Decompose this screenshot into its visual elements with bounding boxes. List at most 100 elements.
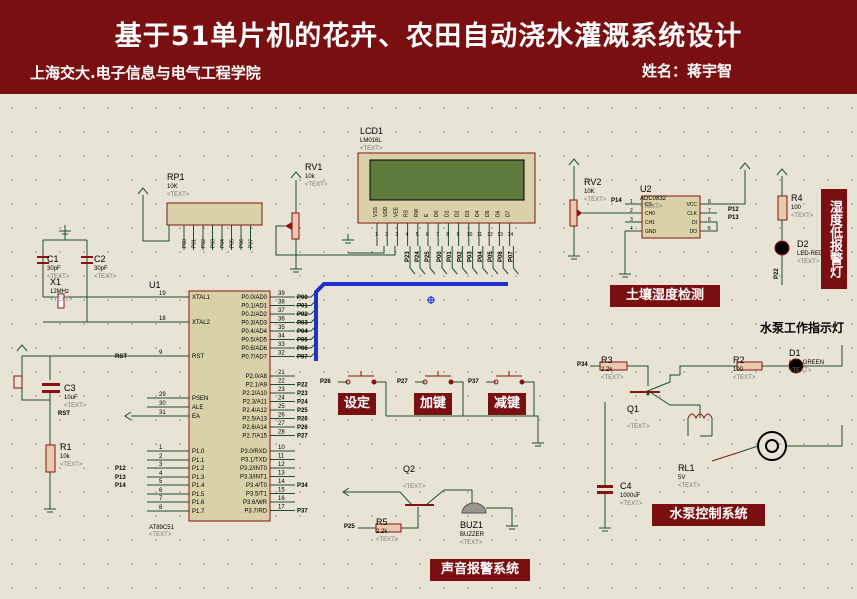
- bus-entry-p0-3: [296, 317, 317, 323]
- c3-ref: C3: [64, 383, 76, 393]
- lcd-pin-name-11: D5: [485, 210, 491, 217]
- u1-right-pin-num-32: 32: [278, 351, 285, 357]
- r2-value: 100: [733, 367, 744, 373]
- rv2-text-placeholder: <TEXT>: [584, 197, 607, 203]
- u1-right-pin-num-22: 22: [278, 379, 285, 385]
- u1-left-pin-num-7: 7: [159, 496, 163, 502]
- rv2-value: 10K: [584, 189, 595, 195]
- keys-gnd-bus: [386, 415, 539, 437]
- rv2-ref: RV2: [584, 177, 601, 187]
- u2-right-num-2: 6: [708, 217, 711, 223]
- c4-ref: C4: [620, 481, 632, 491]
- lcd-pin-num-11: 12: [487, 232, 493, 238]
- rv2-body: [569, 199, 578, 227]
- u1-right-pin-name-16: P3.6/WR: [243, 500, 268, 506]
- rv1-value: 10k: [305, 174, 316, 180]
- rv1-ref: RV1: [305, 162, 322, 172]
- u1-text-placeholder: <TEXT>: [149, 532, 172, 538]
- r5-ref: R5: [376, 517, 388, 527]
- u1-right-pin-num-23: 23: [278, 387, 285, 393]
- u1-right-pin-num-34: 34: [278, 334, 285, 340]
- lcd-pin-num-4: 5: [416, 232, 419, 238]
- u1-left-pin-name-1: P1.0: [192, 449, 205, 455]
- u1-right-net-27: P26: [297, 425, 308, 431]
- q1-text-placeholder: <TEXT>: [627, 424, 650, 430]
- u1-right-pin-num-37: 37: [278, 308, 285, 314]
- lcd-pin-name-9: D3: [465, 210, 471, 217]
- rp1-pin-label-0: P00: [182, 239, 188, 248]
- u2-body: [641, 195, 701, 239]
- c3-text-placeholder: <TEXT>: [64, 403, 87, 409]
- humidity-alarm-label: 湿度低报警灯: [821, 189, 847, 289]
- u1-left-pin-num-2: 2: [159, 454, 163, 460]
- r3-net: P34: [577, 362, 588, 368]
- lcd-bus-label-5: P02: [457, 251, 463, 262]
- key-net-0: P26: [320, 379, 331, 385]
- lcd-ref: LCD1: [360, 126, 383, 136]
- rp1-vcc: [137, 187, 149, 195]
- u1-body: [188, 290, 271, 522]
- bus-entry-p0-6: [296, 342, 317, 349]
- u1-left-pin-num-8: 8: [159, 505, 163, 511]
- r5-net: P25: [344, 524, 355, 530]
- q1-collector: [649, 391, 690, 406]
- lcd-bus-wire-7: [482, 246, 489, 275]
- u1-left-pin-name-7: P1.6: [192, 500, 205, 506]
- u2-right-name-0: VCC: [686, 202, 697, 208]
- rp1-pin-label-5: P05: [230, 239, 236, 248]
- r4-body: [777, 195, 788, 221]
- u1-right-pin-num-36: 36: [278, 317, 285, 323]
- u1-left-pin-name-8: P1.7: [192, 509, 205, 515]
- buzzer-return: [486, 507, 513, 520]
- u1-left-pin-num-5: 5: [159, 479, 163, 485]
- r4-text-placeholder: <TEXT>: [791, 213, 814, 219]
- u1-left-pin-num-31: 31: [159, 410, 166, 416]
- set-key-label: 设定: [338, 393, 376, 415]
- u2-net-p12: P12: [728, 207, 739, 213]
- lcd-bus-label-1: P24: [415, 251, 421, 262]
- q2-ref: Q2: [403, 464, 415, 474]
- rp1-common-wire: [142, 195, 170, 242]
- u1-right-pin-num-25: 25: [278, 404, 285, 410]
- rp1-value: 10K: [167, 184, 178, 190]
- u1-left-pin-num-9: 9: [159, 350, 163, 356]
- u1-right-pin-name-27: P2.6/A14: [242, 425, 267, 431]
- rp1-pin-label-2: P02: [201, 239, 207, 248]
- lcd-pin-num-12: 13: [497, 232, 503, 238]
- lcd-pin-num-0: 1: [375, 232, 378, 238]
- soil-moisture-label: 土壤湿度检测: [610, 285, 720, 307]
- x1-ref: X1: [50, 277, 61, 287]
- rp1-pin-label-1: P01: [192, 239, 198, 248]
- u1-left-pin-name-29: PSEN: [192, 396, 208, 402]
- r4-ref: R4: [791, 193, 803, 203]
- r2-ref: R2: [733, 355, 745, 365]
- pump-motor: [757, 431, 787, 461]
- key-contact-a-2: [493, 379, 499, 385]
- rl1-coil: [687, 413, 713, 420]
- d1-ref: D1: [789, 348, 801, 358]
- key-contact-a-0: [345, 379, 351, 385]
- bus-entry-p0-7: [296, 351, 317, 357]
- c3-value: 10uF: [64, 395, 78, 401]
- c1-plate-bottom: [37, 262, 49, 264]
- q2-text-placeholder: <TEXT>: [403, 484, 426, 490]
- u2-right-name-2: DI: [692, 220, 697, 226]
- u1-right-pin-name-26: P2.5/A13: [242, 417, 267, 423]
- lcd-pin-name-13: D7: [506, 210, 512, 217]
- lcd-pin-name-3: RS: [404, 209, 410, 217]
- u1-right-pin-num-26: 26: [278, 413, 285, 419]
- u2-model: ADC0832: [640, 196, 667, 202]
- c4-value: 1000uF: [620, 493, 641, 499]
- rp1-body: [166, 202, 263, 226]
- u1-right-net-28: P27: [297, 434, 308, 440]
- c3-net: RST: [58, 411, 70, 417]
- key-contact-b-1: [448, 379, 454, 385]
- rp1-text-placeholder: <TEXT>: [167, 192, 190, 198]
- key-right-wire-0: [374, 381, 387, 416]
- buz1-ref: BUZ1: [460, 520, 483, 530]
- u1-right-pin-num-17: 17: [278, 505, 285, 511]
- u1-right-pin-name-21: P2.0/A8: [246, 374, 268, 380]
- u1-left-pin-name-4: P1.3: [192, 475, 205, 481]
- rl1-text-placeholder: <TEXT>: [678, 483, 701, 489]
- lcd-bus-label-2: P25: [425, 251, 431, 262]
